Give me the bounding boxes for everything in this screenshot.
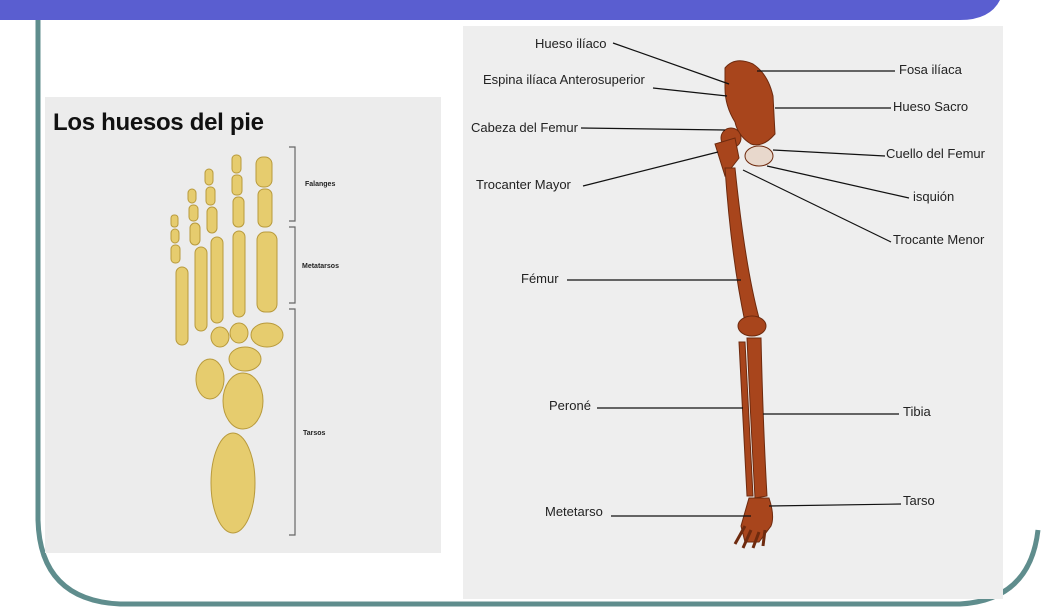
- label-falanges: Falanges: [305, 181, 335, 188]
- label-hueso-sacro: Hueso Sacro: [893, 99, 968, 114]
- femur-shaft: [725, 168, 759, 322]
- leg-bones-figure: Hueso ilíaco Espina ilíaca Anterosuperio…: [463, 26, 1003, 599]
- label-tarsos: Tarsos: [303, 430, 325, 437]
- label-metatarso: Metetarso: [545, 504, 603, 519]
- top-banner: [0, 0, 1000, 20]
- label-fosa-iliaca: Fosa ilíaca: [899, 62, 962, 77]
- obturator-ring: [745, 146, 773, 166]
- label-tibia: Tibia: [903, 404, 931, 419]
- label-cuello-femur: Cuello del Femur: [886, 146, 985, 161]
- label-trocanter-mayor: Trocanter Mayor: [476, 177, 571, 192]
- label-perone: Peroné: [549, 398, 591, 413]
- metatarsal-1: [257, 232, 277, 312]
- talus: [223, 373, 263, 429]
- label-trocante-menor: Trocante Menor: [893, 232, 984, 247]
- calcaneus: [211, 433, 255, 533]
- phalanx-big-toe-proximal: [258, 189, 272, 227]
- foot-bones-figure: Los huesos del pie: [45, 97, 441, 553]
- label-metatarsos: Metatarsos: [302, 263, 339, 270]
- label-hueso-iliaco: Hueso ilíaco: [535, 36, 607, 51]
- label-tarso: Tarso: [903, 493, 935, 508]
- label-espina-iliaca: Espina ilíaca Anterosuperior: [483, 72, 645, 87]
- label-cabeza-femur: Cabeza del Femur: [471, 120, 578, 135]
- foot-skeleton-illustration: [45, 97, 441, 553]
- phalanx-big-toe-distal: [256, 157, 272, 187]
- label-femur: Fémur: [521, 271, 559, 286]
- label-isquion: isquión: [913, 189, 954, 204]
